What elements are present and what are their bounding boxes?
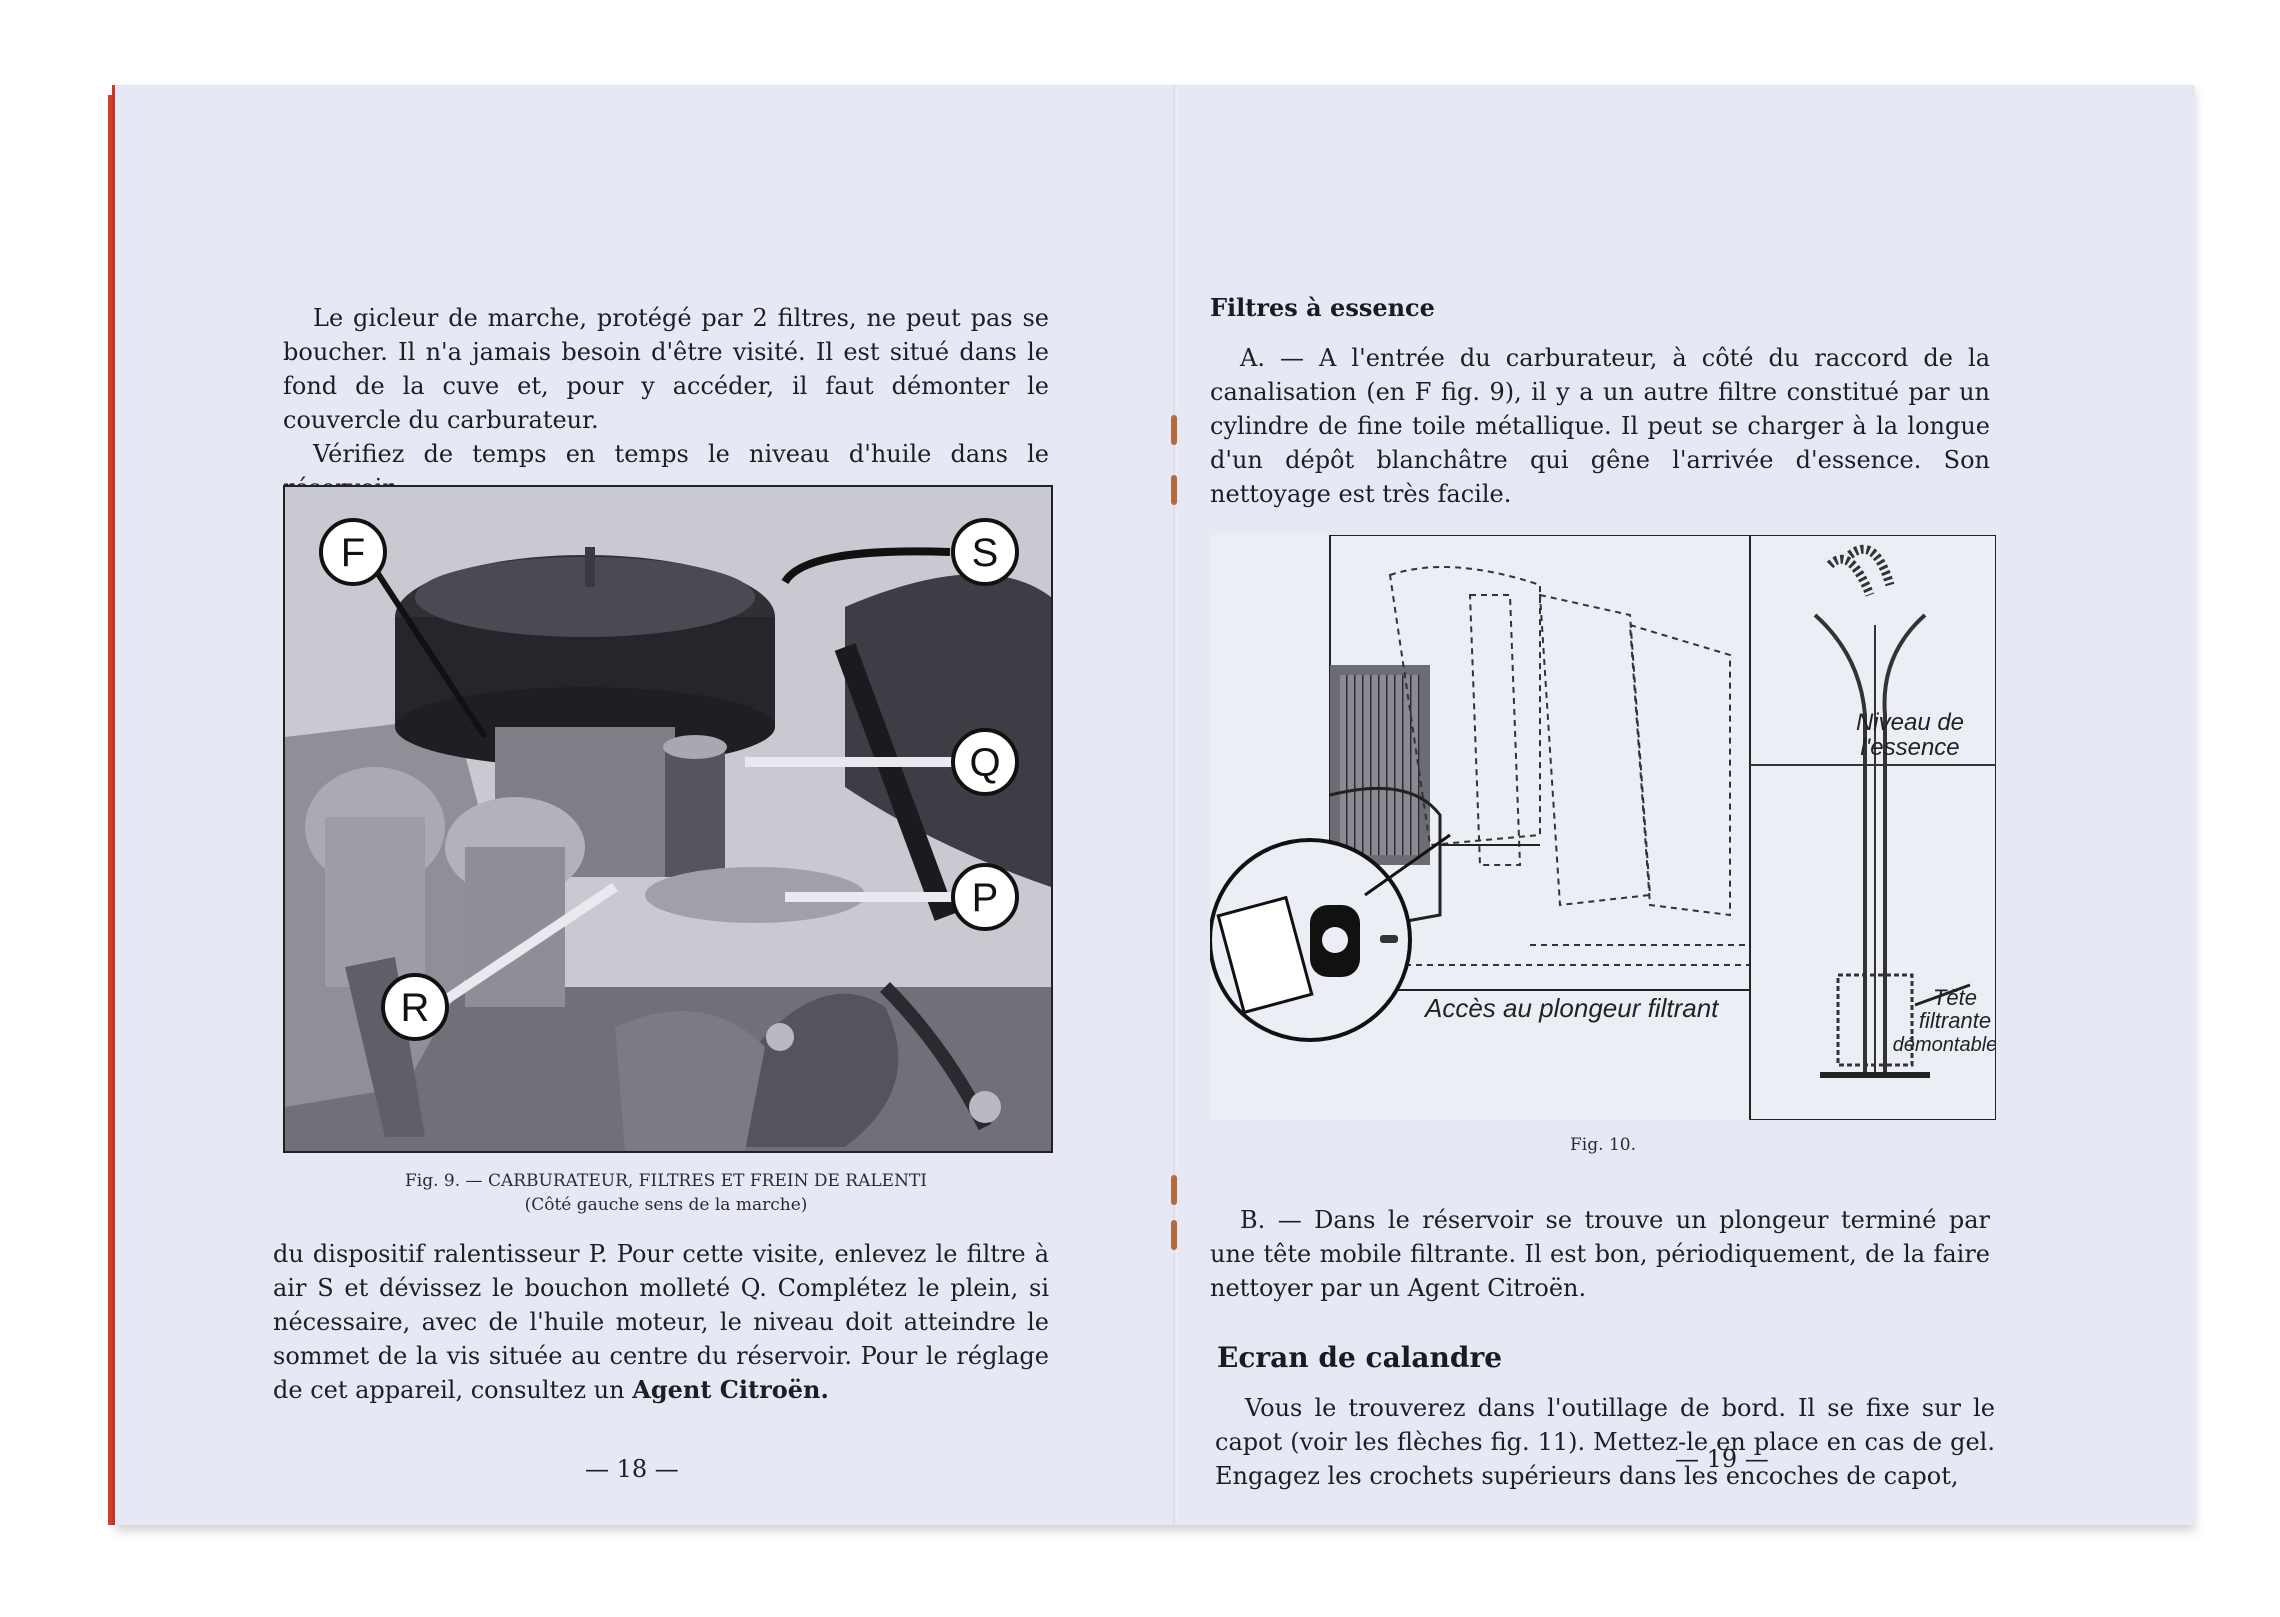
page-18: Le gicleur de marche, protégé par 2 filt… <box>115 85 1175 1525</box>
open-booklet: Le gicleur de marche, protégé par 2 filt… <box>115 85 2195 1525</box>
svg-text:Q: Q <box>969 741 1000 785</box>
svg-text:R: R <box>401 986 430 1030</box>
carburetor-photo: F S Q P R <box>285 487 1051 1151</box>
level-label-1: Niveau de <box>1856 709 1964 736</box>
fuel-tank-diagram: Accès au plongeur filtrant Niveau de l'e… <box>1208 534 1997 1121</box>
heading-fuel-filters: Filtres à essence <box>1210 293 1435 322</box>
head-label-2: filtrante <box>1919 1008 1991 1033</box>
page-number-19: — 19 — <box>1675 1445 1769 1473</box>
level-label-2: l'essence <box>1860 734 1959 761</box>
agent-citroen-bold: Agent Citroën. <box>632 1375 829 1404</box>
binding-gutter <box>1173 85 1177 1525</box>
paragraph-slowdown-device: du dispositif ralentisseur P. Pour cette… <box>273 1237 1049 1407</box>
figure-9-caption: Fig. 9. — CARBURATEUR, FILTRES ET FREIN … <box>283 1169 1049 1217</box>
svg-text:F: F <box>341 531 365 575</box>
paragraph-filter-b: B. — Dans le réservoir se trouve un plon… <box>1210 1206 1990 1302</box>
label-s: S <box>951 518 1019 586</box>
caption-title: Fig. 9. — CARBURATEUR, FILTRES ET FREIN … <box>405 1171 927 1191</box>
head-label-3: démontable <box>1893 1034 1996 1056</box>
access-label: Accès au plongeur filtrant <box>1423 993 1720 1023</box>
booklet-cover-edge <box>108 95 118 1525</box>
page-19: Filtres à essence A. — A l'entrée du car… <box>1175 85 2195 1525</box>
figure-10-caption: Fig. 10. <box>1570 1135 1636 1155</box>
staple-4 <box>1171 1220 1177 1250</box>
paragraph-jet: Le gicleur de marche, protégé par 2 filt… <box>283 304 1049 434</box>
staple-2 <box>1171 475 1177 505</box>
label-r: R <box>381 973 449 1041</box>
label-f: F <box>319 518 387 586</box>
label-q: Q <box>951 728 1019 796</box>
label-p: P <box>951 863 1019 931</box>
figure-9-photo: F S Q P R <box>283 485 1053 1153</box>
head-label-1: Tête <box>1933 985 1977 1010</box>
caption-subtitle: (Côté gauche sens de la marche) <box>524 1195 808 1215</box>
page-number-18: — 18 — <box>585 1455 679 1483</box>
staple-3 <box>1171 1175 1177 1205</box>
heading-radiator-screen: Ecran de calandre <box>1217 1341 1503 1374</box>
paragraph-text: du dispositif ralentisseur P. Pour cette… <box>273 1240 1049 1404</box>
paragraph-radiator-screen: Vous le trouverez dans l'outillage de bo… <box>1215 1394 1995 1490</box>
svg-text:P: P <box>972 876 999 920</box>
paragraph-filter-a: A. — A l'entrée du carburateur, à côté d… <box>1210 344 1990 508</box>
figure-10-diagram: Accès au plongeur filtrant Niveau de l'e… <box>1208 534 1997 1121</box>
staple-1 <box>1171 415 1177 445</box>
svg-text:S: S <box>972 531 999 575</box>
